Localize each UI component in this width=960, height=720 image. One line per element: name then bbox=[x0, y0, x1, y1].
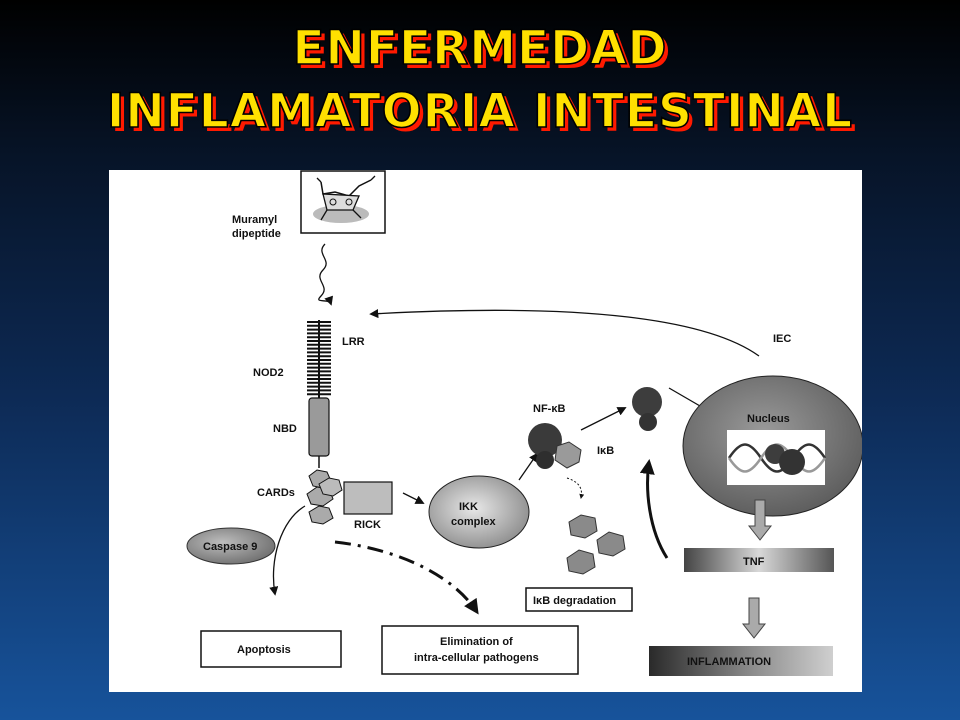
muramyl-label: Muramyl bbox=[232, 214, 277, 226]
title-line-1: ENFERMEDAD bbox=[292, 21, 668, 76]
ligand-signal-line bbox=[318, 243, 333, 306]
rick-label: RICK bbox=[354, 519, 381, 531]
elimination-box bbox=[381, 625, 579, 675]
nod2-label: NOD2 bbox=[253, 367, 284, 379]
tnf-bar bbox=[684, 548, 834, 572]
ikk-complex-label: complex bbox=[451, 516, 497, 528]
nucleus-to-tnf-arrow bbox=[747, 499, 773, 541]
nfkb-ikb-complex bbox=[528, 423, 582, 469]
elimination-label-1: Elimination of bbox=[440, 636, 513, 648]
elimination-label-2: intra-cellular pathogens bbox=[414, 652, 539, 664]
caspase9 bbox=[186, 527, 276, 565]
inflammation-label: INFLAMMATION bbox=[687, 656, 771, 668]
apoptosis-box bbox=[200, 630, 342, 668]
ikb-to-degradation-arrow bbox=[566, 477, 585, 499]
diagram-panel: Muramyl dipeptide LRR NOD2 NBD CARDs RIC… bbox=[109, 170, 862, 692]
feedback-up-arrow bbox=[639, 459, 669, 559]
ikk-to-nfkb-arrow bbox=[518, 452, 539, 481]
cards-label: CARDs bbox=[257, 487, 295, 499]
rick-box bbox=[343, 481, 393, 515]
nfkb-label: NF-κB bbox=[533, 403, 565, 415]
dipeptide-label: dipeptide bbox=[232, 228, 281, 240]
apoptosis-label: Apoptosis bbox=[237, 644, 291, 656]
ikb-degradation-box bbox=[525, 587, 633, 612]
free-nfkb bbox=[632, 387, 662, 431]
iec-label: IEC bbox=[773, 333, 791, 345]
inflammation-bar bbox=[649, 646, 833, 676]
iec-feedback-arrow bbox=[369, 309, 760, 357]
ikk-complex bbox=[428, 475, 530, 549]
ikk-label: IKK bbox=[459, 501, 478, 513]
cards-to-elimination-arrow bbox=[334, 540, 479, 615]
nod2-pathway-diagram: Muramyl dipeptide LRR NOD2 NBD CARDs RIC… bbox=[186, 170, 862, 676]
ikb-degradation-label: IκB degradation bbox=[533, 595, 616, 607]
cards-domain bbox=[306, 469, 343, 525]
lrr-domain bbox=[307, 320, 331, 398]
nbd-label: NBD bbox=[273, 423, 297, 435]
nucleus-label: Nucleus bbox=[747, 413, 790, 425]
tnf-to-inflammation-arrow bbox=[741, 597, 767, 639]
tnf-label: TNF bbox=[743, 556, 765, 568]
nfkb-release-arrow bbox=[580, 407, 627, 431]
degraded-ikb bbox=[566, 514, 626, 575]
nbd-domain bbox=[308, 397, 330, 457]
caspase9-label: Caspase 9 bbox=[203, 541, 257, 553]
title-line-2: INFLAMATORIA INTESTINAL bbox=[106, 84, 854, 139]
muramyl-dipeptide-molecule bbox=[300, 170, 386, 234]
cards-to-apoptosis-arrow bbox=[269, 505, 306, 596]
rick-to-ikk-arrow bbox=[402, 492, 425, 504]
lrr-label: LRR bbox=[342, 336, 365, 348]
ikb-label: IκB bbox=[597, 445, 614, 457]
